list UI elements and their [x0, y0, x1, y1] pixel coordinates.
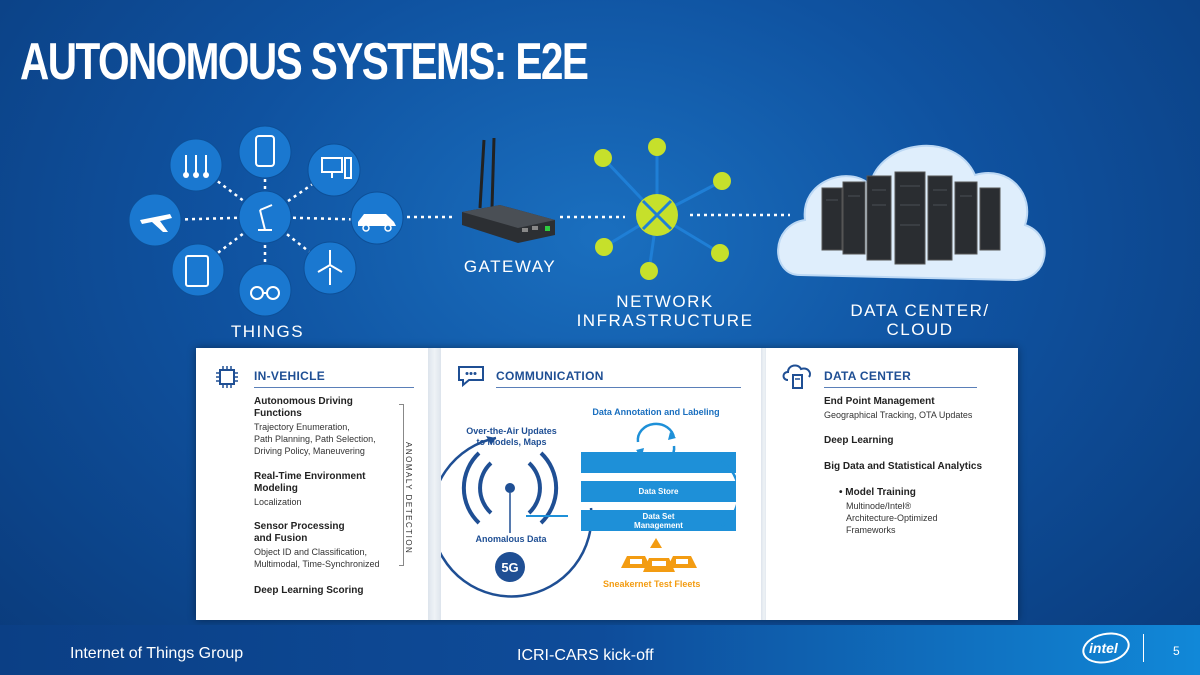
footer-divider	[1143, 634, 1144, 662]
page-number: 5	[1173, 644, 1180, 658]
anomaly-detection-label: ANOMALY DETECTION	[404, 442, 413, 555]
network-label-line2: INFRASTRUCTURE	[576, 311, 754, 330]
in-vehicle-header: IN-VEHICLE	[254, 369, 326, 383]
footer-bar	[0, 625, 1200, 675]
things-label: THINGS	[230, 322, 305, 341]
sneakernet-label: Sneakernet Test Fleets	[603, 579, 701, 589]
adf-title-l1: Autonomous Driving	[254, 396, 353, 407]
model-training-desc: Multinode/Intel® Architecture-Optimized …	[846, 500, 938, 536]
smartphone-icon	[238, 125, 292, 179]
adf-desc-l2: Path Planning, Path Selection,	[254, 434, 376, 444]
dsm-l1: Data Set	[642, 511, 675, 521]
wireless-signal-icon	[441, 436, 593, 598]
chat-bubble-icon	[458, 366, 484, 388]
dls-title: Deep Learning Scoring	[254, 585, 364, 596]
rtem-title: Real-Time Environment Modeling	[254, 471, 366, 495]
footer-event-label: ICRI-CARS kick-off	[517, 647, 654, 664]
ota-label-l2: to Models, Maps	[476, 437, 547, 447]
adf-title-l2: Functions	[254, 408, 302, 419]
communication-header-rule	[496, 387, 741, 388]
router-icon	[462, 137, 555, 243]
datacenter-label: DATA CENTER/ CLOUD	[830, 301, 1010, 339]
adf-desc: Trajectory Enumeration, Path Planning, P…	[254, 421, 376, 457]
bullet: •	[839, 487, 846, 498]
network-label-line1: NETWORK	[616, 292, 714, 311]
annotation-label: Data Annotation and Labeling	[592, 407, 720, 417]
cpu-chip-icon	[216, 366, 238, 388]
gateway-label: GATEWAY	[463, 257, 557, 276]
rtem-title-l1: Real-Time Environment	[254, 471, 366, 482]
glasses-icon	[238, 263, 292, 317]
5g-badge: 5G	[501, 560, 519, 575]
datacenter-label-line1: DATA CENTER/	[850, 301, 990, 320]
model-training-text: Model Training	[845, 487, 916, 498]
desktop-icon	[307, 143, 361, 197]
footer-group-label: Internet of Things Group	[70, 645, 244, 662]
empty-bar-top	[581, 452, 736, 473]
data-center-header: DATA CENTER	[824, 369, 912, 383]
communication-column: COMMUNICATION Over-the-Air Updates to Mo…	[441, 348, 761, 620]
spf-desc-l2: Multimodal, Time-Synchronized	[254, 559, 380, 569]
model-training-title: • Model Training	[839, 487, 916, 499]
tablet-icon	[171, 243, 225, 297]
anomaly-bracket	[399, 404, 404, 566]
big-data-title: Big Data and Statistical Analytics	[824, 461, 983, 472]
rtem-title-l2: Modeling	[254, 483, 298, 494]
column-divider-2	[761, 348, 767, 620]
communication-header: COMMUNICATION	[496, 369, 604, 383]
mt-l2: Architecture-Optimized	[846, 513, 938, 523]
spf-desc-l1: Object ID and Classification,	[254, 547, 368, 557]
epm-title: End Point Management	[824, 396, 935, 407]
mt-l3: Frameworks	[846, 525, 896, 535]
server-rack-icon	[821, 171, 1001, 265]
cloud-server-icon	[782, 364, 811, 389]
e2e-diagram	[128, 125, 1046, 317]
data-set-management-bar: Data Set Management	[581, 510, 736, 531]
rtem-desc: Localization	[254, 497, 302, 507]
dsm-l2: Management	[634, 520, 683, 530]
ota-label-l1: Over-the-Air Updates	[466, 426, 557, 436]
slide-title: AUTONOMOUS SYSTEMS: E2E	[20, 33, 589, 91]
mt-l1: Multinode/Intel®	[846, 501, 912, 511]
adf-desc-l1: Trajectory Enumeration,	[254, 422, 350, 432]
robot-arm-icon	[238, 190, 292, 244]
arrow-icons	[526, 457, 736, 530]
data-store-bar: Data Store	[581, 481, 736, 502]
datacenter-label-line2: CLOUD	[886, 320, 954, 339]
spf-title: Sensor Processing and Fusion	[254, 521, 345, 545]
intel-logo-text: intel	[1089, 640, 1118, 656]
epm-desc: Geographical Tracking, OTA Updates	[824, 410, 973, 420]
spf-title-l1: Sensor Processing	[254, 521, 345, 532]
e2e-panel: IN-VEHICLE Autonomous Driving Functions …	[196, 348, 1018, 620]
ota-label: Over-the-Air Updates to Models, Maps	[459, 426, 564, 448]
column-divider-1	[428, 348, 441, 620]
data-center-column: DATA CENTER End Point Management Geograp…	[766, 348, 1018, 620]
in-vehicle-header-rule	[254, 387, 414, 388]
data-center-header-rule	[824, 387, 977, 388]
in-vehicle-column: IN-VEHICLE Autonomous Driving Functions …	[196, 348, 428, 620]
test-fleet-cars-icon	[621, 538, 697, 572]
deep-learning-title: Deep Learning	[824, 435, 894, 446]
adf-title: Autonomous Driving Functions	[254, 396, 353, 420]
anomalous-data-label: Anomalous Data	[475, 534, 547, 544]
spf-title-l2: and Fusion	[254, 533, 308, 544]
network-label: NETWORK INFRASTRUCTURE	[560, 292, 770, 330]
adf-desc-l3: Driving Policy, Maneuvering	[254, 446, 365, 456]
spf-desc: Object ID and Classification, Multimodal…	[254, 546, 380, 570]
